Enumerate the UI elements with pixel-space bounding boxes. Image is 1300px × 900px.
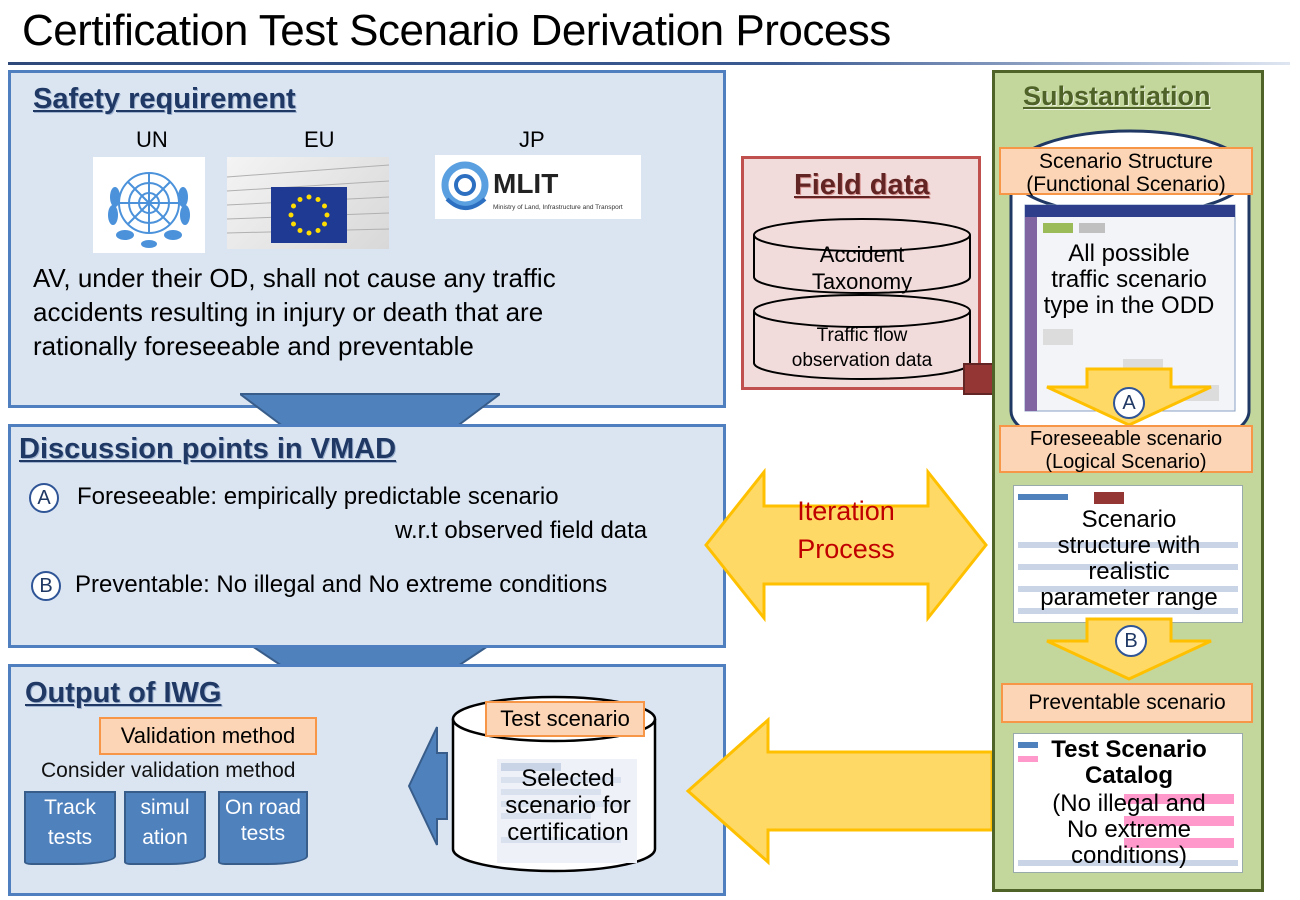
discussion-heading: Discussion points in VMAD xyxy=(19,433,397,465)
un-label: UN xyxy=(136,127,168,152)
marker-a-icon: A xyxy=(29,483,59,513)
thumb-bar xyxy=(1094,492,1124,504)
catalog-title-line: Test Scenario xyxy=(1051,736,1207,763)
jp-label: JP xyxy=(519,127,545,152)
eu-label: EU xyxy=(304,127,335,152)
eu-flag-icon xyxy=(226,157,390,249)
traffic-flow-db: Traffic flow observation data xyxy=(754,323,970,373)
safety-line: accidents resulting in injury or death t… xyxy=(33,297,544,327)
scenario-structure-label: Scenario Structure (Functional Scenario) xyxy=(999,147,1253,196)
thumb-bar xyxy=(1018,586,1238,592)
foreseeable-line-1: Foreseeable: empirically predictable sce… xyxy=(77,483,559,510)
safety-requirement-panel: Safety requirement UN EU JP xyxy=(8,70,726,408)
left-arrow-yellow xyxy=(685,716,994,866)
foreseeable-line-2: w.r.t observed field data xyxy=(395,517,648,544)
db-line: observation data xyxy=(791,350,933,371)
method-line: Track xyxy=(44,796,96,819)
output-panel: Output of IWG Validation method Consider… xyxy=(8,664,726,896)
thumb-bar xyxy=(1018,564,1238,570)
foreseeable-text: Scenario structure with realistic parame… xyxy=(1015,507,1243,611)
thumb-bar xyxy=(1018,608,1238,614)
thumb-bar xyxy=(1124,838,1234,848)
iteration-double-arrow xyxy=(704,467,988,623)
field-data-heading: Field data xyxy=(794,169,930,201)
svg-text:Ministry of Land, Infrastructu: Ministry of Land, Infrastructure and Tra… xyxy=(493,204,623,211)
thumb-bar xyxy=(1018,756,1038,762)
db-line: Taxonomy xyxy=(811,269,913,294)
foreseeable-thumbnail xyxy=(1013,485,1243,623)
title-underline xyxy=(8,62,1290,65)
substantiation-heading: Substantiation xyxy=(1023,81,1211,111)
mlit-logo: MLIT Ministry of Land, Infrastructure an… xyxy=(435,155,641,219)
accident-taxonomy-db: Accident Taxonomy xyxy=(754,241,970,295)
selected-line: scenario for xyxy=(505,792,631,819)
thumb-bar xyxy=(1018,494,1068,500)
marker-b-icon: B xyxy=(1115,625,1147,657)
label-line: Foreseeable scenario xyxy=(1029,428,1223,450)
thumb-bar xyxy=(1124,794,1234,804)
safety-statement: AV, under their OD, shall not cause any … xyxy=(33,261,713,363)
structure-text: All possible traffic scenario type in th… xyxy=(1017,241,1241,319)
label-line: (Logical Scenario) xyxy=(1045,451,1207,473)
method-track-tests: Track tests xyxy=(24,791,116,865)
substantiation-panel: Substantiation Scenario Structure (Funct… xyxy=(992,70,1264,892)
method-simulation: simul ation xyxy=(124,791,206,865)
catalog-line: No extreme xyxy=(1066,816,1192,843)
foreseeable-line: parameter range xyxy=(1040,584,1218,611)
field-data-panel: Field data Accident Taxonomy Traffic flo… xyxy=(741,156,981,390)
selected-line: certification xyxy=(507,819,629,846)
discussion-panel: Discussion points in VMAD A Foreseeable:… xyxy=(8,424,726,648)
db-line: Traffic flow xyxy=(816,325,908,346)
structure-line: All possible xyxy=(1068,240,1190,267)
un-emblem-icon xyxy=(93,157,205,253)
foreseeable-line: structure with xyxy=(1057,532,1201,559)
left-arrow-blue xyxy=(407,726,448,846)
selected-scenario-text: Selected scenario for certification xyxy=(489,765,647,846)
consider-text: Consider validation method xyxy=(41,759,296,782)
foreseeable-line: Scenario xyxy=(1081,506,1177,533)
structure-line: traffic scenario xyxy=(1051,266,1207,293)
iteration-label: Iteration Process xyxy=(760,492,932,568)
safety-line: rationally foreseeable and preventable xyxy=(33,331,474,361)
safety-line: AV, under their OD, shall not cause any … xyxy=(33,263,556,293)
label-line: (Functional Scenario) xyxy=(1026,173,1226,196)
method-line: simul xyxy=(140,796,190,819)
catalog-line: (No illegal and xyxy=(1052,790,1206,817)
thumb-bar xyxy=(1018,542,1238,548)
label-line: Scenario Structure xyxy=(1039,150,1213,173)
method-line: ation xyxy=(142,826,188,849)
method-line: On road xyxy=(225,796,301,819)
validation-method-label: Validation method xyxy=(99,717,317,755)
structure-line: type in the ODD xyxy=(1043,292,1215,319)
catalog-thumbnail xyxy=(1013,733,1243,873)
foreseeable-scenario-label: Foreseeable scenario (Logical Scenario) xyxy=(999,425,1253,473)
thumb-bar xyxy=(1018,860,1238,866)
output-heading: Output of IWG xyxy=(25,677,222,709)
thumb-bar xyxy=(1124,816,1234,826)
catalog-line: conditions) xyxy=(1070,842,1188,869)
method-on-road-tests: On road tests xyxy=(218,791,308,865)
catalog-text: (No illegal and No extreme conditions) xyxy=(1015,791,1243,869)
db-line: Accident xyxy=(819,242,905,267)
method-line: tests xyxy=(47,826,93,849)
preventable-scenario-label: Preventable scenario xyxy=(1001,683,1253,723)
catalog-title-line: Catalog xyxy=(1084,762,1173,789)
test-scenario-label: Test scenario xyxy=(485,701,645,737)
marker-a-icon: A xyxy=(1113,387,1145,419)
preventable-line: Preventable: No illegal and No extreme c… xyxy=(75,571,608,598)
method-line: tests xyxy=(240,822,286,845)
svg-text:MLIT: MLIT xyxy=(493,168,558,199)
field-data-cylinders xyxy=(753,218,971,380)
iteration-line: Process xyxy=(797,534,895,564)
catalog-title: Test Scenario Catalog xyxy=(1015,737,1243,789)
thumb-bar xyxy=(1018,742,1038,748)
marker-b-icon: B xyxy=(31,571,61,601)
foreseeable-line: realistic xyxy=(1088,558,1170,585)
safety-heading: Safety requirement xyxy=(33,83,296,115)
iteration-line: Iteration xyxy=(797,496,895,526)
selected-line: Selected xyxy=(521,765,615,792)
page-title: Certification Test Scenario Derivation P… xyxy=(22,6,891,55)
